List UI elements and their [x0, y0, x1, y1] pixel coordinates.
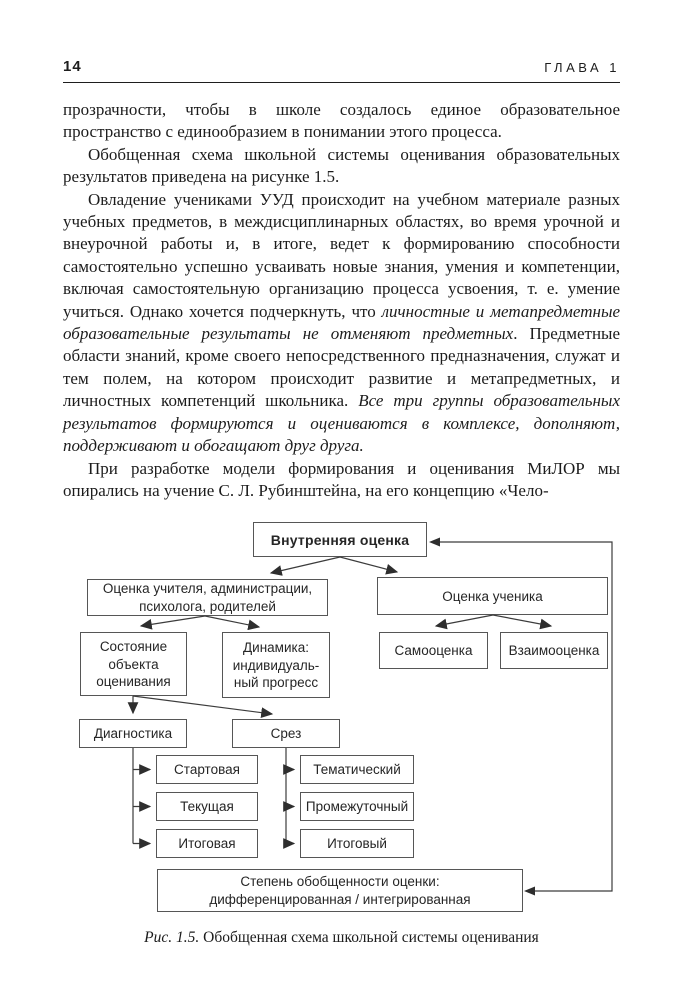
diagram-node-internal-assessment: Внутренняя оценка: [253, 522, 427, 558]
node-label: Текущая: [180, 799, 234, 815]
node-label-line: Степень обобщенности оценки:: [240, 874, 440, 890]
text-run: прозрачности, чтобы в школе создалось ед…: [63, 100, 620, 142]
text-run-italic: личностные и метапредметные образователь…: [63, 301, 620, 344]
paragraph-3: Овладение учениками УУД происходит на уч…: [63, 189, 620, 458]
node-label: Внутренняя оценка: [270, 531, 410, 548]
text-run: Обобщенная схема школьной системы оценив…: [63, 144, 620, 187]
paragraph-4: При разработке модели формирования и оце…: [63, 458, 620, 503]
diagram-node-self-assessment: Самооценка: [379, 632, 488, 670]
page-header: 14 ГЛАВА 1: [63, 58, 620, 83]
diagram-node-thematic-section: Тематический: [300, 755, 414, 785]
node-label-line: оценивания: [96, 674, 171, 690]
node-label: Промежуточный: [305, 799, 409, 815]
diagram-node-current-diagnostics: Текущая: [156, 792, 258, 822]
node-label: Оценка ученика: [442, 588, 543, 604]
node-label: Тематический: [313, 762, 401, 778]
paragraph-1: прозрачности, чтобы в школе создалось ед…: [63, 99, 620, 144]
node-label: Итоговая: [178, 836, 236, 852]
diagram-node-dynamics: Динамика: индивидуаль- ный прогресс: [222, 632, 330, 699]
node-label-line: Состояние: [99, 638, 168, 654]
node-label: Стартовая: [174, 762, 240, 778]
node-label-line: дифференцированная / интегрированная: [209, 891, 471, 907]
node-label-line: ный прогресс: [233, 675, 319, 691]
text-run-italic: Все три группы образовательных результат…: [63, 391, 620, 456]
chapter-header: ГЛАВА 1: [544, 60, 620, 75]
text-run: При разработке модели формирования и оце…: [63, 458, 620, 500]
node-label: Самооценка: [394, 643, 473, 659]
diagram-node-generalization-degree: Степень обобщенности оценки: дифференцир…: [157, 869, 523, 913]
diagram-node-teacher-assessment: Оценка учителя, администрации, психолога…: [87, 579, 328, 617]
text-block: прозрачности, чтобы в школе создалось ед…: [63, 99, 620, 502]
node-label-line: психолога, родителей: [139, 598, 276, 614]
diagram-node-final-section: Итоговый: [300, 829, 414, 859]
diagram-node-intermediate-section: Промежуточный: [300, 792, 414, 822]
node-label-line: индивидуаль-: [232, 657, 320, 673]
figure-caption-text: Обобщенная схема школьной системы оценив…: [203, 929, 539, 947]
node-label: Итоговый: [327, 836, 387, 852]
figure-caption-label: Рис. 1.5.: [144, 929, 200, 947]
diagram-node-diagnostics: Диагностика: [79, 719, 187, 749]
figure-caption: Рис. 1.5. Обобщенная схема школьной сист…: [63, 929, 620, 947]
text-run: . Предметные области знаний, кроме своег…: [63, 324, 621, 411]
figure-1-5-diagram: Внутренняя оценка Оценка учителя, админи…: [63, 514, 620, 916]
diagram-node-student-assessment: Оценка ученика: [377, 577, 608, 616]
page-number: 14: [63, 58, 82, 75]
diagram-node-start-diagnostics: Стартовая: [156, 755, 258, 785]
paragraph-2: Обобщенная схема школьной системы оценив…: [63, 144, 620, 189]
diagram-node-final-diagnostics: Итоговая: [156, 829, 258, 859]
text-run: Овладение учениками УУД происходит на уч…: [63, 189, 620, 321]
diagram-node-peer-assessment: Взаимооценка: [500, 632, 608, 670]
node-label: Диагностика: [93, 726, 173, 742]
node-label: Срез: [270, 726, 302, 742]
node-label-line: объекта: [108, 656, 159, 672]
diagram-node-cross-section: Срез: [232, 719, 340, 749]
node-label-line: Динамика:: [243, 639, 309, 655]
diagram-node-object-state: Состояние объекта оценивания: [80, 632, 187, 697]
node-label-line: Оценка учителя, администрации,: [102, 581, 313, 597]
node-label: Взаимооценка: [508, 643, 600, 659]
